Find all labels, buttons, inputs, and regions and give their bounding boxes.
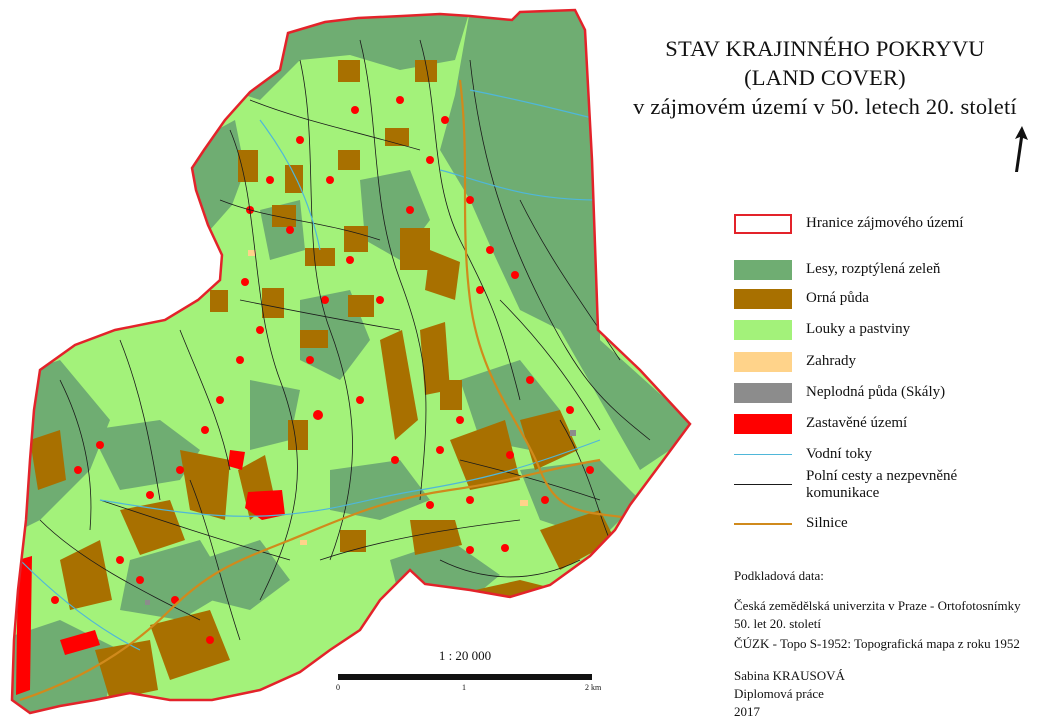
built-up-areas xyxy=(16,96,594,695)
barren-swatch xyxy=(734,383,792,403)
legend-gardens-label: Zahrady xyxy=(806,353,856,369)
legend-arable-label: Orná půda xyxy=(806,290,869,306)
legend-paths-label: Polní cesty a nezpevněné komunikace xyxy=(806,468,958,501)
water-streams xyxy=(19,89,601,651)
map-title-line3: v zájmovém území v 50. letech 20. stolet… xyxy=(633,94,1017,119)
credits-source1-line1: Česká zemědělská univerzita v Praze - Or… xyxy=(734,598,1021,613)
study-area-boundary xyxy=(10,8,692,715)
legend-barren-label: Neplodná půda (Skály) xyxy=(806,384,946,400)
scale-tick-0: 0 xyxy=(336,683,340,692)
arable-land-areas xyxy=(30,60,615,700)
meadow-swatch xyxy=(734,320,792,340)
water-line-swatch xyxy=(734,454,792,455)
forest-swatch xyxy=(734,260,792,280)
garden-areas xyxy=(248,250,528,545)
north-arrow-icon xyxy=(1015,126,1028,172)
legend-roads-label: Silnice xyxy=(806,515,848,531)
roads-line-swatch xyxy=(734,523,792,525)
credits-heading: Podkladová data: xyxy=(734,568,824,583)
boundary-swatch xyxy=(734,214,792,234)
credits-work: Diplomová práce xyxy=(734,686,824,701)
main-roads xyxy=(19,79,641,702)
scale-tick-2: 2 km xyxy=(585,683,602,692)
barren-land-areas xyxy=(145,430,576,605)
land-cover-map[interactable] xyxy=(0,0,700,720)
gardens-swatch xyxy=(734,352,792,372)
legend-built-label: Zastavěné území xyxy=(806,415,908,431)
built-swatch xyxy=(734,414,792,434)
paths-line-swatch xyxy=(734,484,792,485)
credits-author: Sabina KRAUSOVÁ xyxy=(734,668,845,683)
legend-forest-label: Lesy, rozptýlená zeleň xyxy=(806,261,941,277)
credits-source1-line2: 50. let 20. století xyxy=(734,616,822,631)
legend-meadow-label: Louky a pastviny xyxy=(806,321,911,337)
scale-bar xyxy=(338,674,592,680)
credits-year: 2017 xyxy=(734,704,760,719)
legend-water-label: Vodní toky xyxy=(806,446,872,462)
arable-swatch xyxy=(734,289,792,309)
scale-ratio: 1 : 20 000 xyxy=(438,648,492,663)
legend-boundary-label: Hranice zájmového území xyxy=(806,215,964,231)
map-title-line2: (LAND COVER) xyxy=(744,65,906,90)
field-paths xyxy=(39,39,651,641)
scale-tick-1: 1 xyxy=(462,683,466,692)
credits-source2: ČÚZK - Topo S-1952: Topografická mapa z … xyxy=(734,636,1020,651)
map-title-line1: STAV KRAJINNÉHO POKRYVU xyxy=(665,36,985,61)
